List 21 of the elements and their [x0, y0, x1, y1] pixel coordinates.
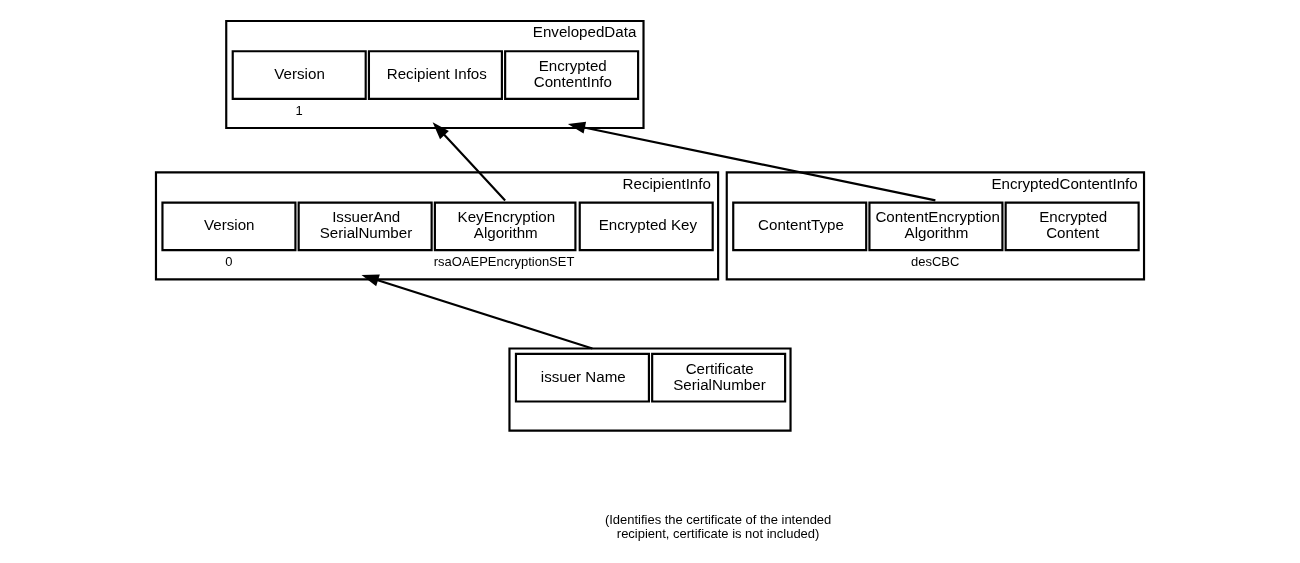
node-box: KeyEncryption Algorithm: [433, 201, 577, 252]
arrow: [432, 122, 506, 202]
cluster: [508, 347, 792, 432]
node-label: rsaOAEPEncryptionSET: [433, 254, 575, 270]
node-box: Encrypted Key: [578, 201, 714, 252]
node-box: ContentEncryption Algorithm: [868, 201, 1004, 252]
node-box: Version: [161, 201, 297, 252]
node-label: desCBC: [911, 254, 960, 270]
node-box: Encrypted Content: [1004, 201, 1140, 252]
node-box: Version: [231, 50, 367, 100]
node-box: ContentType: [732, 201, 868, 252]
node-box: Encrypted ContentInfo: [504, 50, 640, 100]
node-box: issuer Name: [514, 352, 650, 403]
arrow: [567, 121, 936, 202]
label: (Identifies the certificate of the intended recipient, certificate is not included): [604, 511, 832, 541]
node-label: 0: [225, 254, 233, 270]
node-box: Certificate SerialNumber: [651, 352, 787, 403]
node-label: 1: [295, 103, 303, 119]
node-box: IssuerAnd SerialNumber: [297, 201, 433, 252]
arrow: [361, 274, 593, 350]
node-box: Recipient Infos: [367, 50, 503, 100]
